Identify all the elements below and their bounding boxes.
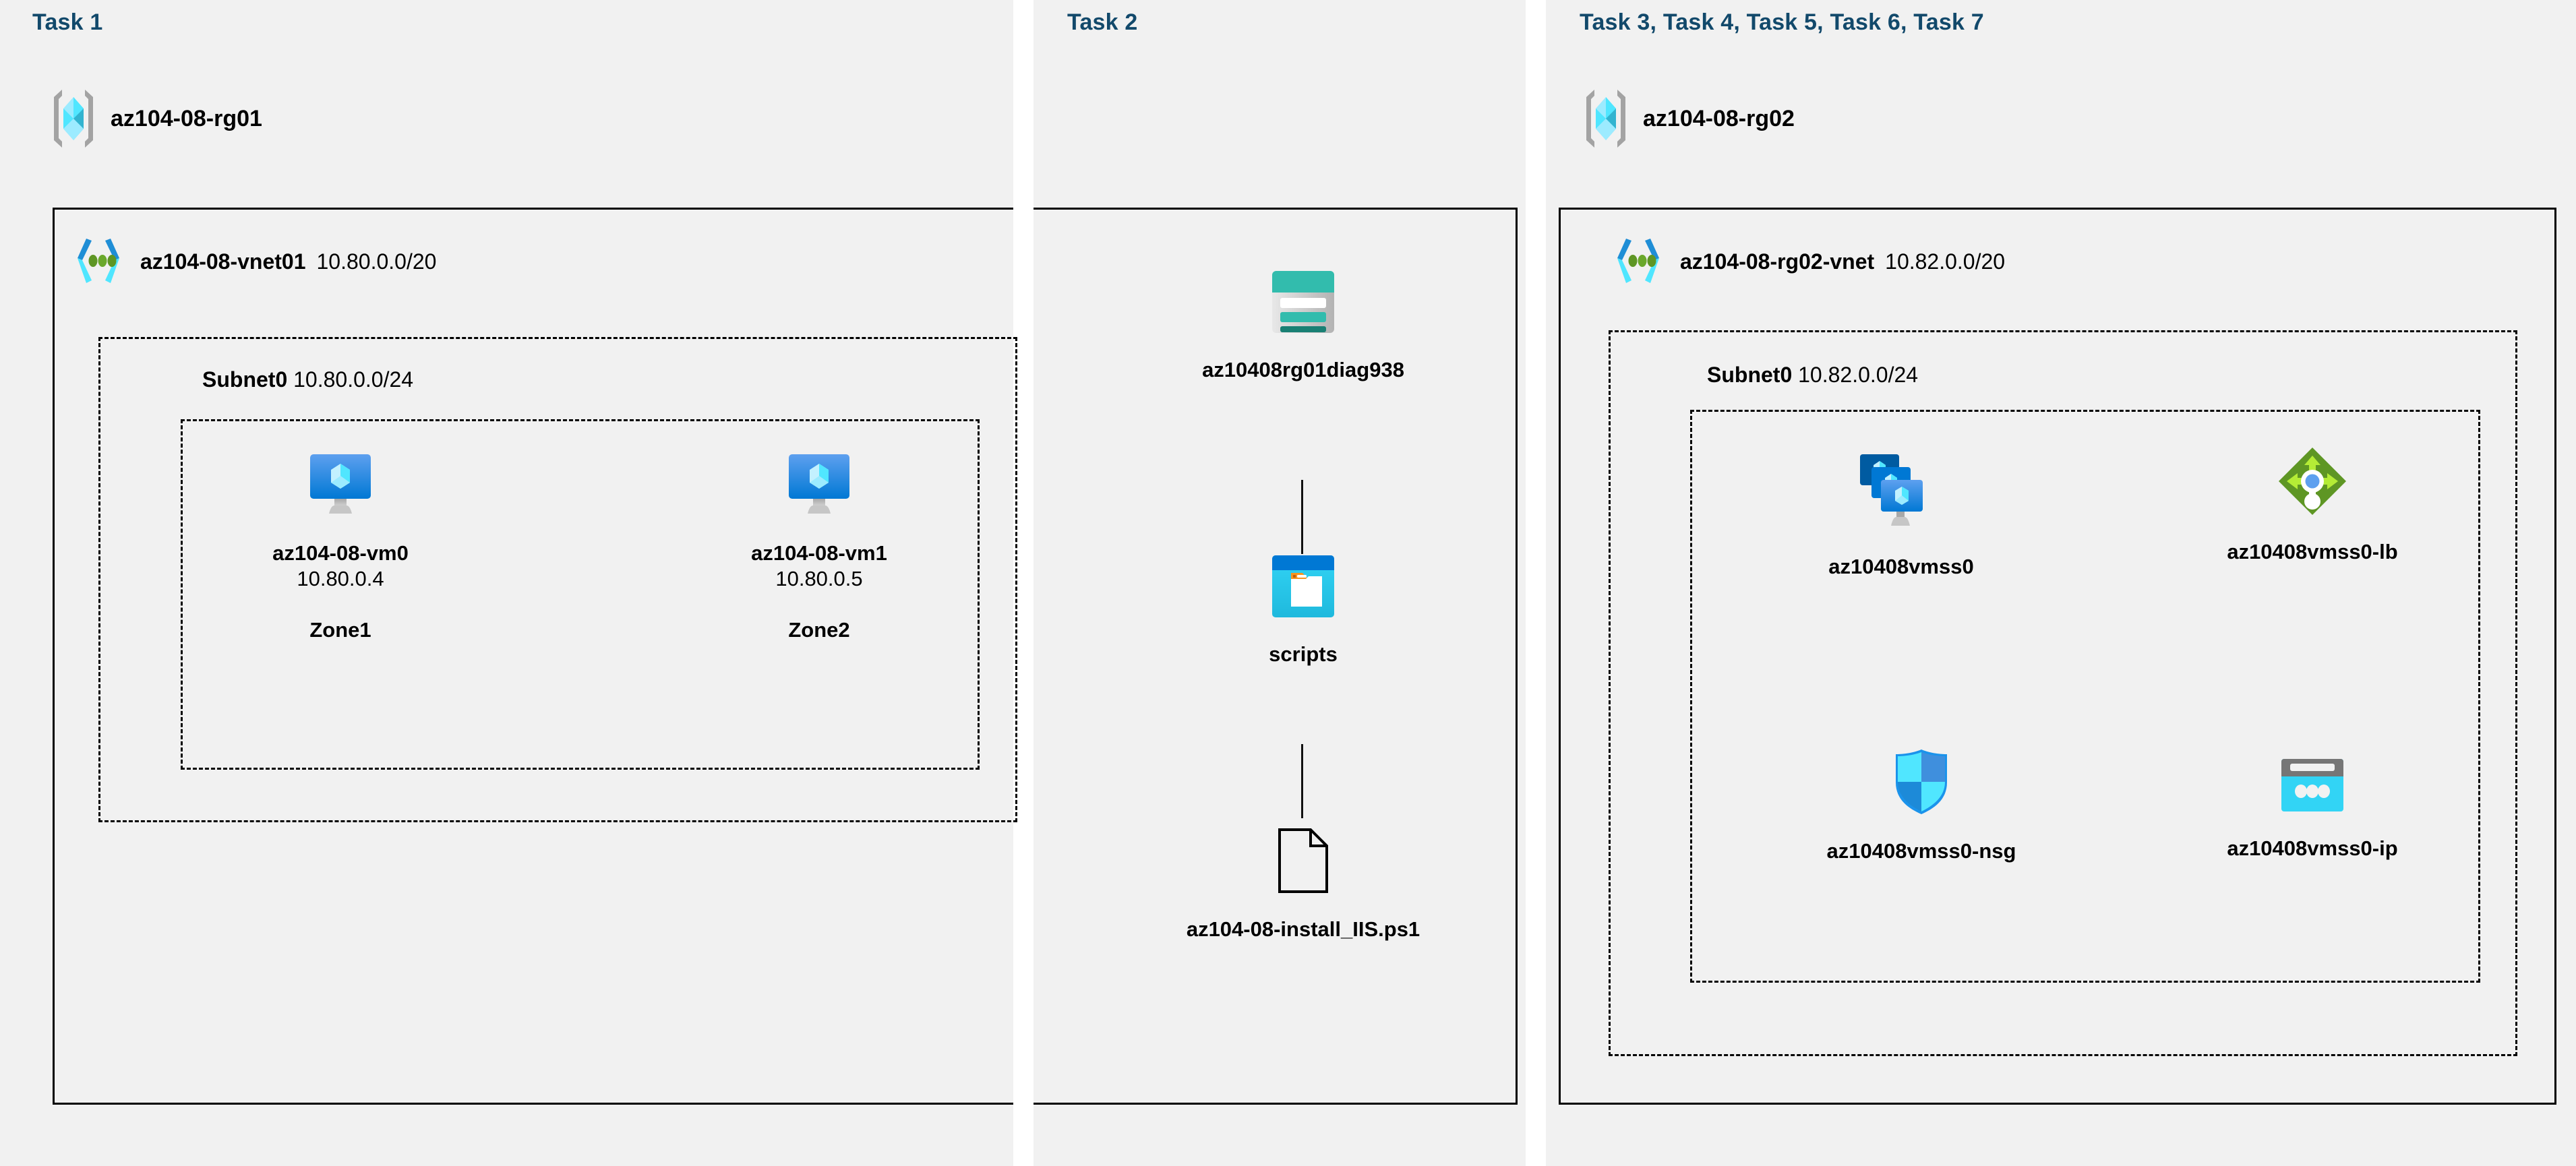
vmss-resources-box bbox=[1690, 410, 2480, 983]
vm-ip: 10.80.0.4 bbox=[297, 566, 384, 590]
node-public-ip[interactable]: az10408vmss0-ip bbox=[2171, 758, 2454, 861]
subnet-box-subnet0-rg02 bbox=[1609, 330, 2517, 1056]
vnet-cidr: 10.80.0.0/20 bbox=[316, 249, 437, 274]
subnet-title-right: Subnet0 10.82.0.0/24 bbox=[1707, 363, 1918, 388]
vnet-name: az104-08-vnet01 bbox=[140, 249, 306, 274]
storage-account-icon bbox=[1271, 270, 1336, 334]
virtual-machine-icon bbox=[309, 453, 372, 518]
virtual-network-icon bbox=[1615, 237, 1669, 286]
vm-zone: Zone2 bbox=[788, 617, 850, 642]
subnet-box-subnet0 bbox=[98, 337, 1017, 822]
network-security-group-icon bbox=[1893, 748, 1950, 816]
availability-zones-box bbox=[181, 419, 980, 770]
resource-group-heading-rg01: az104-08-rg01 bbox=[49, 88, 262, 150]
vnet-container-rg02-vnet bbox=[1559, 208, 2556, 1105]
vm-zone: Zone1 bbox=[309, 617, 371, 642]
node-blob-container[interactable]: scripts bbox=[1135, 554, 1472, 667]
script-file-name: az104-08-install_IIS.ps1 bbox=[1186, 917, 1420, 941]
blob-container-name: scripts bbox=[1269, 642, 1338, 666]
resource-group-icon bbox=[1581, 88, 1631, 150]
panel-task3 bbox=[1546, 0, 2576, 1166]
resource-group-icon bbox=[49, 88, 98, 150]
public-ip-name: az10408vmss0-ip bbox=[2227, 836, 2398, 860]
node-vm1[interactable]: az104-08-vm1 10.80.0.5 Zone2 bbox=[701, 453, 937, 642]
vnet-heading-rg02-vnet: az104-08-rg02-vnet 10.82.0.0/20 bbox=[1615, 237, 2005, 286]
blob-container-icon bbox=[1271, 554, 1336, 619]
node-vmss[interactable]: az10408vmss0 bbox=[1760, 453, 2043, 580]
resource-group-name: az104-08-rg01 bbox=[111, 105, 262, 131]
vmss-name: az10408vmss0 bbox=[1828, 555, 1974, 578]
node-nsg[interactable]: az10408vmss0-nsg bbox=[1780, 748, 2063, 864]
vnet-container-vnet01 bbox=[53, 208, 1518, 1105]
load-balancer-icon bbox=[2277, 446, 2347, 516]
vnet-heading-vnet01: az104-08-vnet01 10.80.0.0/20 bbox=[76, 237, 436, 286]
vm-name: az104-08-vm0 bbox=[272, 541, 409, 565]
subnet-cidr: 10.80.0.0/24 bbox=[293, 367, 414, 392]
virtual-network-icon bbox=[76, 237, 129, 286]
node-vm0[interactable]: az104-08-vm0 10.80.0.4 Zone1 bbox=[222, 453, 458, 642]
vm-ip: 10.80.0.5 bbox=[775, 566, 863, 590]
subnet-name: Subnet0 bbox=[202, 367, 288, 392]
nsg-name: az10408vmss0-nsg bbox=[1826, 839, 2016, 863]
task-label-3: Task 3, Task 4, Task 5, Task 6, Task 7 bbox=[1580, 9, 1984, 35]
panel-task1 bbox=[0, 0, 1013, 1166]
load-balancer-name: az10408vmss0-lb bbox=[2227, 540, 2398, 563]
resource-group-name: az104-08-rg02 bbox=[1643, 105, 1795, 131]
virtual-machine-icon bbox=[787, 453, 851, 518]
subnet-cidr: 10.82.0.0/24 bbox=[1798, 363, 1919, 387]
task-label-2: Task 2 bbox=[1067, 9, 1138, 35]
connector-storage-to-container bbox=[1301, 480, 1303, 554]
panel-gutter-right bbox=[1526, 0, 1546, 1166]
script-file-icon bbox=[1277, 828, 1329, 894]
resource-group-heading-rg02: az104-08-rg02 bbox=[1581, 88, 1795, 150]
vm-scale-set-icon bbox=[1859, 453, 1944, 531]
subnet-title-left: Subnet0 10.80.0.0/24 bbox=[202, 367, 413, 392]
public-ip-address-icon bbox=[2280, 758, 2345, 813]
node-script-file[interactable]: az104-08-install_IIS.ps1 bbox=[1135, 828, 1472, 942]
node-storage-account[interactable]: az10408rg01diag938 bbox=[1135, 270, 1472, 383]
vnet-cidr: 10.82.0.0/20 bbox=[1885, 249, 2006, 274]
node-load-balancer[interactable]: az10408vmss0-lb bbox=[2171, 446, 2454, 565]
vm-name: az104-08-vm1 bbox=[751, 541, 887, 565]
connector-container-to-file bbox=[1301, 744, 1303, 818]
vnet-name: az104-08-rg02-vnet bbox=[1680, 249, 1875, 274]
storage-account-name: az10408rg01diag938 bbox=[1202, 358, 1404, 381]
task-label-1: Task 1 bbox=[32, 9, 103, 35]
subnet-name: Subnet0 bbox=[1707, 363, 1793, 387]
